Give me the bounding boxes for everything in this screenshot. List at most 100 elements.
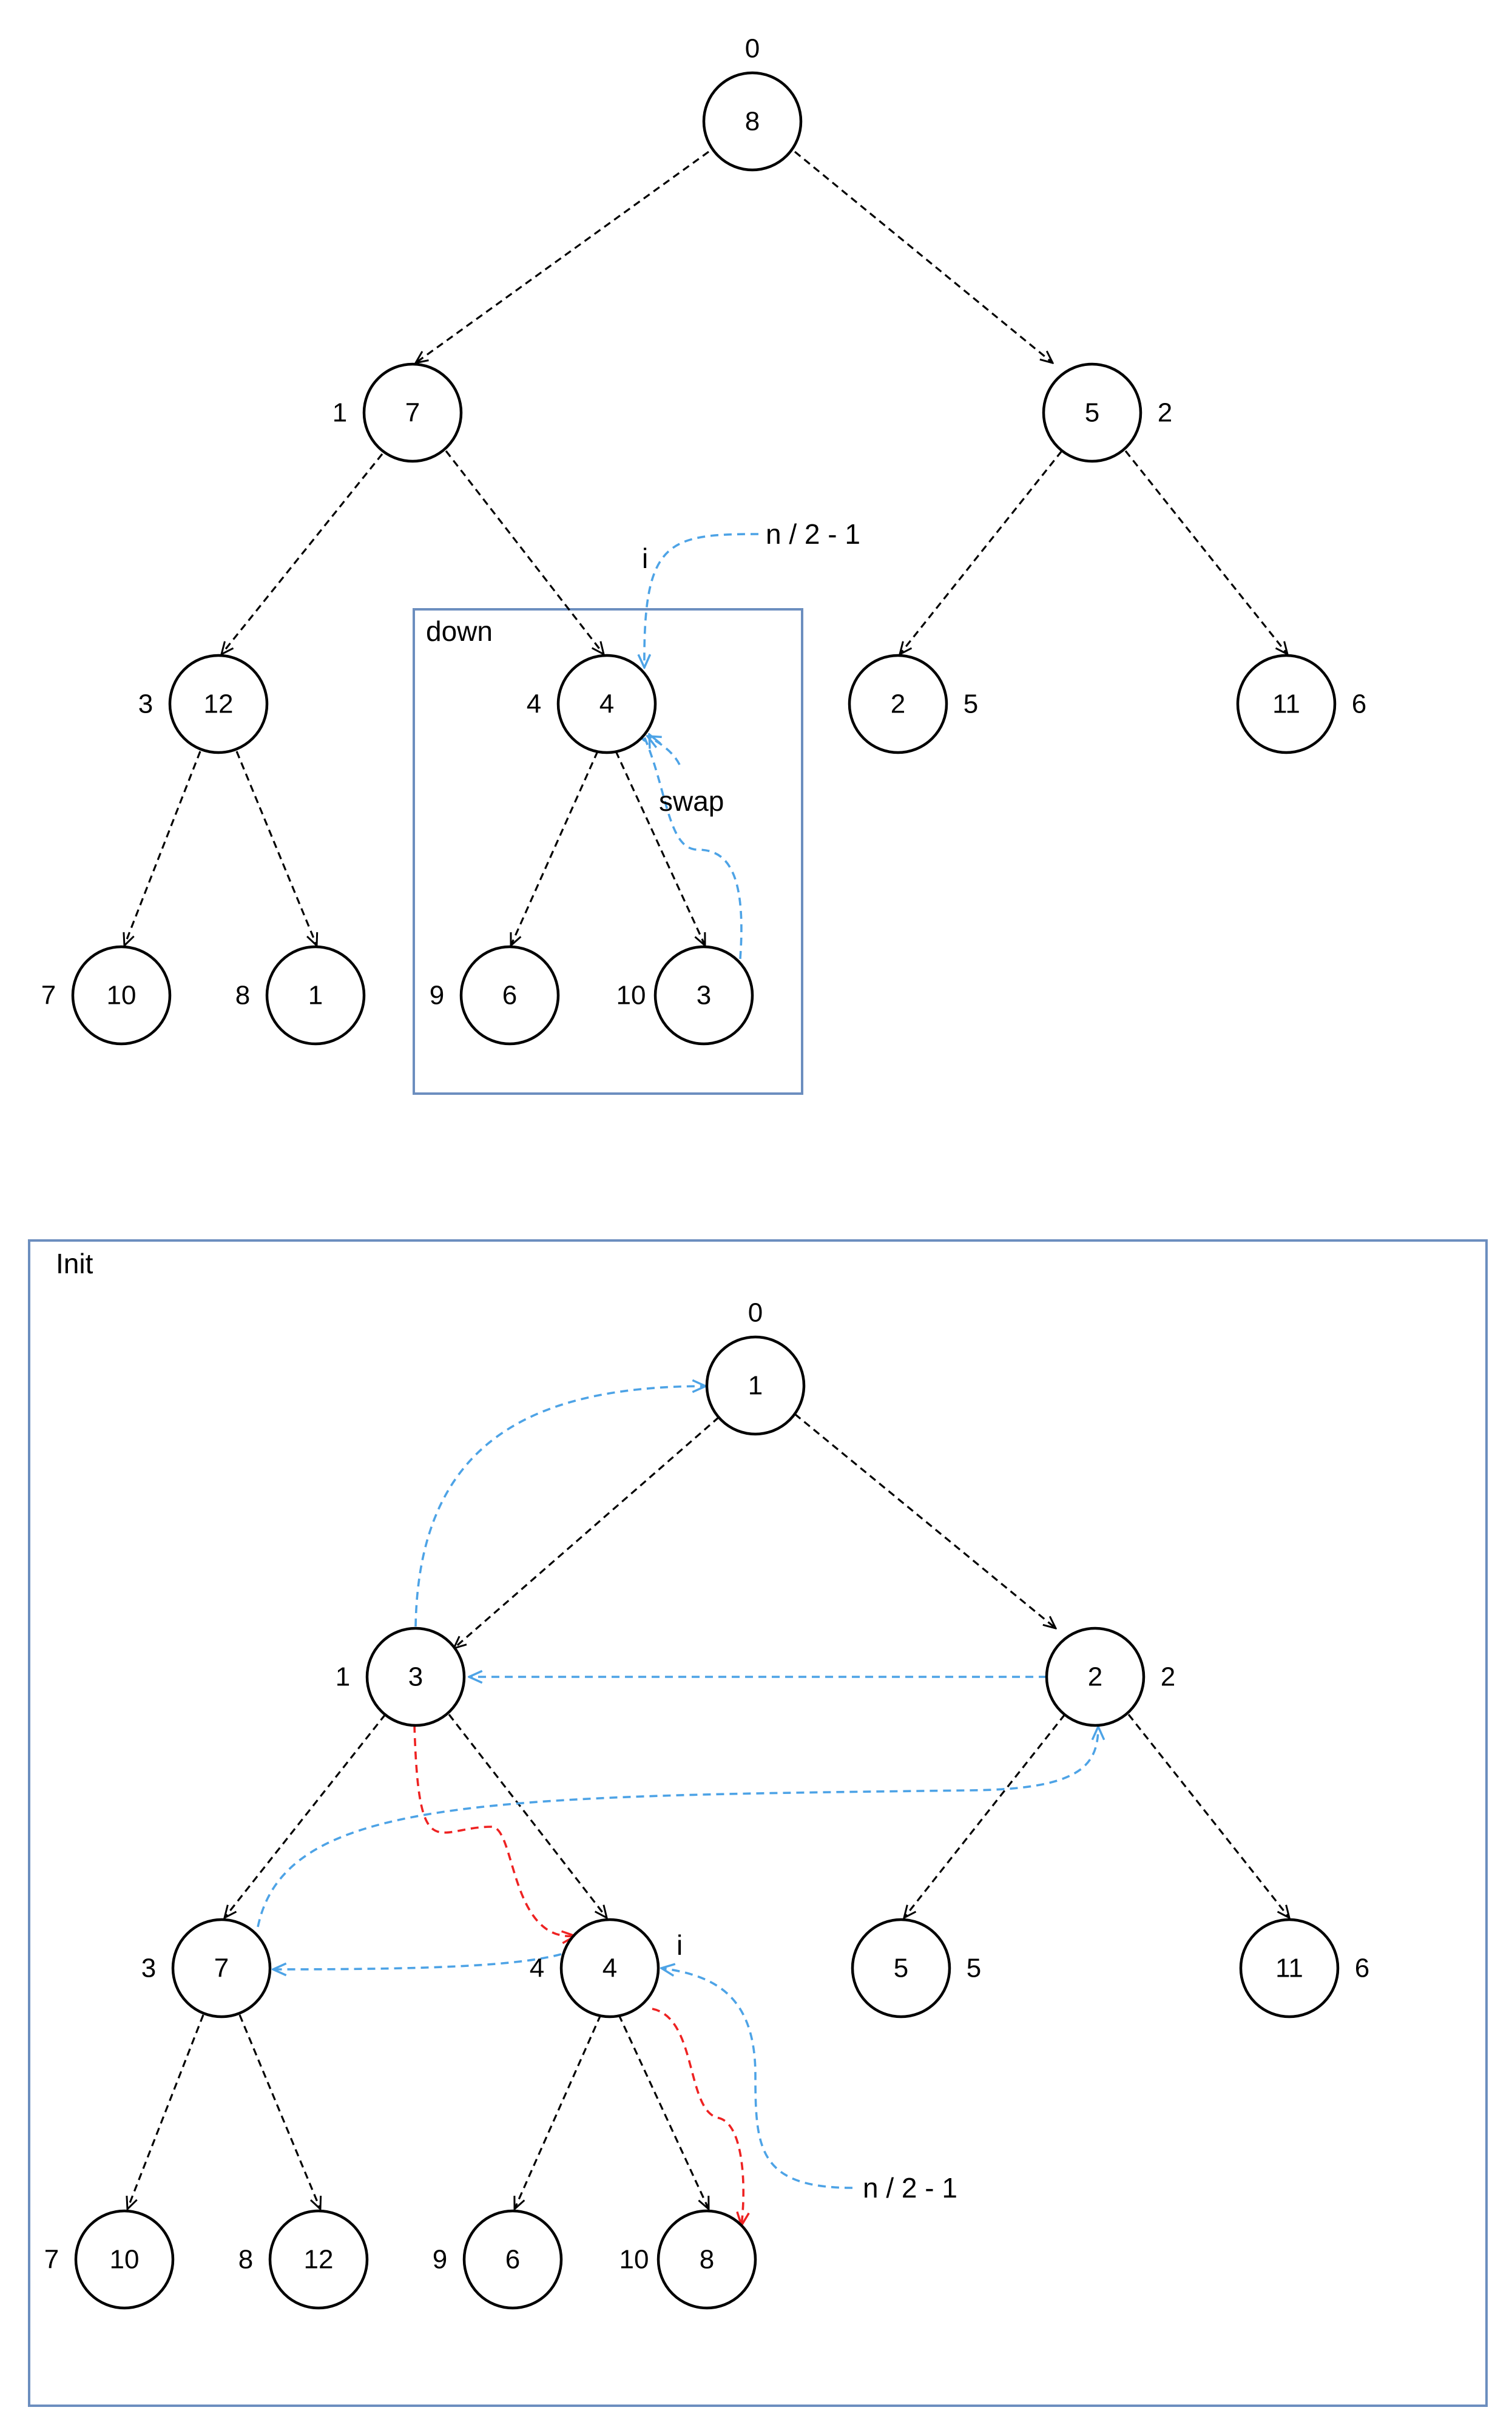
top-edge-2-5 <box>900 450 1063 654</box>
bottom-swap-path-4-to-10 <box>652 2008 743 2225</box>
bottom-start-pointer-arrow <box>661 1968 853 2189</box>
top-edge-1-4 <box>445 450 604 654</box>
bottom-node-2-value: 2 <box>1088 1662 1102 1692</box>
top-node-4: 4 4 <box>527 654 657 754</box>
bottom-node-3: 7 3 <box>141 1918 272 2019</box>
bottom-start-label: n / 2 - 1 <box>863 2172 957 2204</box>
top-edge-4-9 <box>511 751 599 946</box>
top-start-label: n / 2 - 1 <box>766 518 860 550</box>
bottom-edge-0-1 <box>454 1416 720 1648</box>
top-node-5: 2 5 <box>848 654 978 754</box>
top-node-1-index: 1 <box>332 398 347 428</box>
bottom-node-0-index: 0 <box>748 1298 763 1328</box>
top-node-9: 6 9 <box>430 945 560 1046</box>
top-node-0: 8 0 <box>702 34 803 172</box>
top-node-4-index: 4 <box>527 689 541 719</box>
init-frame-label: Init <box>56 1248 93 1279</box>
top-node-6-index: 6 <box>1352 689 1366 719</box>
bottom-node-5: 5 5 <box>851 1918 981 2019</box>
bottom-highlight-arrows <box>257 1386 1098 2225</box>
bottom-i-label: i <box>677 1929 683 1961</box>
bottom-node-4-value: 4 <box>602 1954 617 1983</box>
bottom-node-8: 12 8 <box>238 2209 369 2310</box>
bottom-edge-4-10 <box>618 2014 709 2209</box>
bottom-node-1-value: 3 <box>408 1662 423 1692</box>
top-swap-arrow <box>641 734 743 959</box>
top-node-3: 12 3 <box>138 654 269 754</box>
top-node-5-value: 2 <box>891 689 905 719</box>
top-node-10-value: 3 <box>697 981 711 1010</box>
bottom-tree: Init i n / 2 - 1 1 0 <box>28 1239 1488 2407</box>
bottom-node-8-index: 8 <box>238 2245 253 2275</box>
bottom-node-5-value: 5 <box>894 1954 908 1983</box>
top-edge-1-3 <box>221 453 383 654</box>
bottom-edge-1-4 <box>448 1714 607 1918</box>
bottom-node-10-value: 8 <box>700 2245 714 2275</box>
top-node-2: 5 2 <box>1042 362 1172 463</box>
bottom-node-7-value: 10 <box>110 2245 140 2275</box>
bottom-arrow-3-to-2 <box>257 1727 1098 1927</box>
bottom-node-3-value: 7 <box>214 1954 229 1983</box>
top-node-1: 7 1 <box>332 362 463 463</box>
bottom-edge-3-7 <box>127 2014 204 2209</box>
bottom-node-3-index: 3 <box>141 1954 156 1983</box>
top-edge-3-7 <box>124 751 201 946</box>
top-node-2-index: 2 <box>1158 398 1172 428</box>
bottom-node-4: 4 4 <box>530 1918 660 2019</box>
top-node-10-index: 10 <box>616 981 646 1010</box>
top-node-7-index: 7 <box>41 981 56 1010</box>
top-node-0-index: 0 <box>745 34 760 64</box>
top-node-6: 11 6 <box>1236 654 1366 754</box>
top-edge-2-6 <box>1124 450 1288 654</box>
bottom-tree-edges <box>127 1413 1289 2209</box>
top-edge-0-2 <box>794 151 1053 363</box>
bottom-swap-path-1-to-4 <box>413 1724 575 1936</box>
bottom-node-5-index: 5 <box>967 1954 981 1983</box>
bottom-node-2: 2 2 <box>1045 1626 1175 1727</box>
top-node-8-index: 8 <box>235 981 250 1010</box>
top-node-3-value: 12 <box>204 689 234 719</box>
bottom-arrow-4-to-3 <box>273 1953 562 1969</box>
top-node-10: 3 10 <box>616 945 754 1046</box>
bottom-node-7: 10 7 <box>44 2209 175 2310</box>
bottom-node-6-index: 6 <box>1355 1954 1369 1983</box>
top-i-label: i <box>642 543 648 574</box>
bottom-edge-3-8 <box>238 2014 320 2209</box>
top-tree: down i n / 2 - 1 swap 8 0 <box>41 34 1366 1095</box>
bottom-edge-2-6 <box>1127 1714 1289 1918</box>
top-node-7: 10 7 <box>41 945 172 1046</box>
bottom-node-6: 11 6 <box>1239 1918 1369 2019</box>
bottom-node-0-value: 1 <box>748 1371 763 1401</box>
top-tree-edges <box>124 151 1288 946</box>
top-node-2-value: 5 <box>1085 398 1099 428</box>
top-highlight-arrows <box>641 533 759 959</box>
top-node-8: 1 8 <box>235 945 366 1046</box>
bottom-node-4-index: 4 <box>530 1954 544 1983</box>
bottom-node-9: 6 9 <box>433 2209 563 2310</box>
bottom-arrow-1-to-0 <box>414 1386 706 1627</box>
top-node-9-index: 9 <box>430 981 444 1010</box>
bottom-node-10-index: 10 <box>619 2245 649 2275</box>
bottom-node-10: 8 10 <box>619 2209 757 2310</box>
bottom-node-1: 3 1 <box>336 1626 466 1727</box>
bottom-node-9-value: 6 <box>505 2245 520 2275</box>
top-edge-3-8 <box>235 751 317 946</box>
top-node-0-value: 8 <box>745 107 760 137</box>
top-edge-0-1 <box>416 151 709 363</box>
down-frame <box>413 608 803 1095</box>
top-node-6-value: 11 <box>1272 689 1300 719</box>
top-node-4-value: 4 <box>599 689 614 719</box>
bottom-edge-2-5 <box>904 1714 1066 1918</box>
bottom-node-7-index: 7 <box>44 2245 59 2275</box>
down-frame-label: down <box>426 615 493 647</box>
bottom-edge-1-3 <box>224 1714 386 1918</box>
top-node-8-value: 1 <box>308 981 323 1010</box>
init-frame <box>28 1239 1488 2407</box>
top-node-3-index: 3 <box>138 689 153 719</box>
bottom-edge-0-2 <box>794 1413 1056 1628</box>
top-node-1-value: 7 <box>405 398 420 428</box>
top-start-pointer-arrow <box>644 533 759 668</box>
bottom-node-1-index: 1 <box>336 1662 350 1692</box>
bottom-node-6-value: 11 <box>1275 1954 1303 1983</box>
